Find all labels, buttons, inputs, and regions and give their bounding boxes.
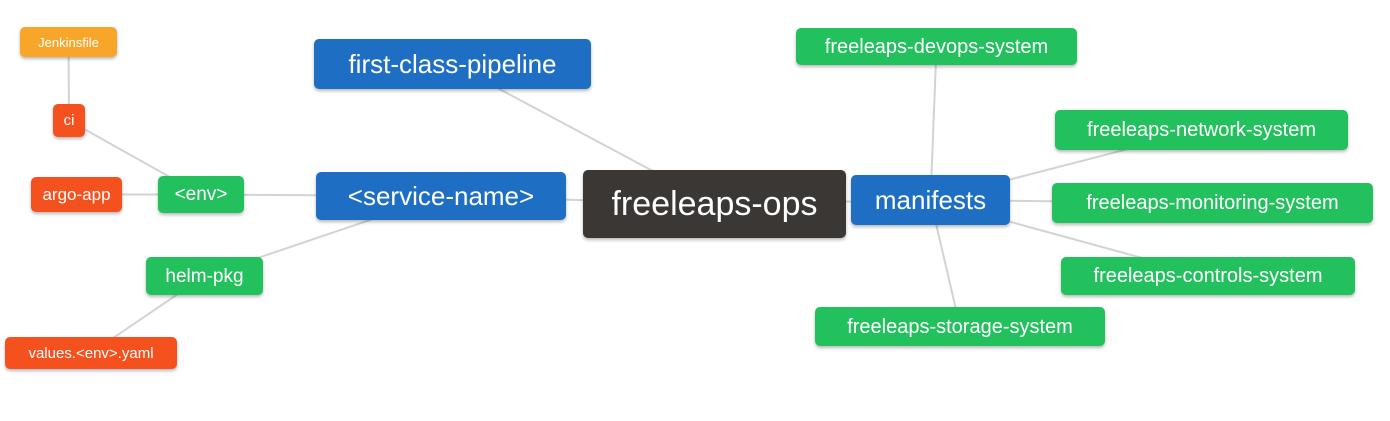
edge-manifests--freeleaps-devops-system xyxy=(929,46,938,201)
mindmap-node-freeleaps-monitoring-system[interactable]: freeleaps-monitoring-system xyxy=(1052,183,1373,223)
mindmap-node-freeleaps-devops-system[interactable]: freeleaps-devops-system xyxy=(796,28,1077,65)
mindmap-node-first-class-pipeline[interactable]: first-class-pipeline xyxy=(314,39,591,89)
mindmap-node-freeleaps-network-system[interactable]: freeleaps-network-system xyxy=(1055,110,1348,150)
mindmap-node-manifests[interactable]: manifests xyxy=(851,175,1010,225)
mindmap-node-jenkinsfile[interactable]: Jenkinsfile xyxy=(20,27,117,57)
mindmap-node-helm-pkg[interactable]: helm-pkg xyxy=(146,257,263,295)
mindmap-node-argo-app[interactable]: argo-app xyxy=(31,177,122,212)
mindmap-node-values-env-yaml[interactable]: values.<env>.yaml xyxy=(5,337,177,369)
mindmap-node-freeleaps-storage-system[interactable]: freeleaps-storage-system xyxy=(815,307,1105,346)
mindmap-node-freeleaps-controls-system[interactable]: freeleaps-controls-system xyxy=(1061,257,1355,295)
mindmap-node-freeleaps-ops[interactable]: freeleaps-ops xyxy=(583,170,846,238)
mindmap-node-service-name[interactable]: <service-name> xyxy=(316,172,566,220)
mindmap-node-env[interactable]: <env> xyxy=(158,176,244,213)
mindmap-node-ci[interactable]: ci xyxy=(53,104,85,137)
